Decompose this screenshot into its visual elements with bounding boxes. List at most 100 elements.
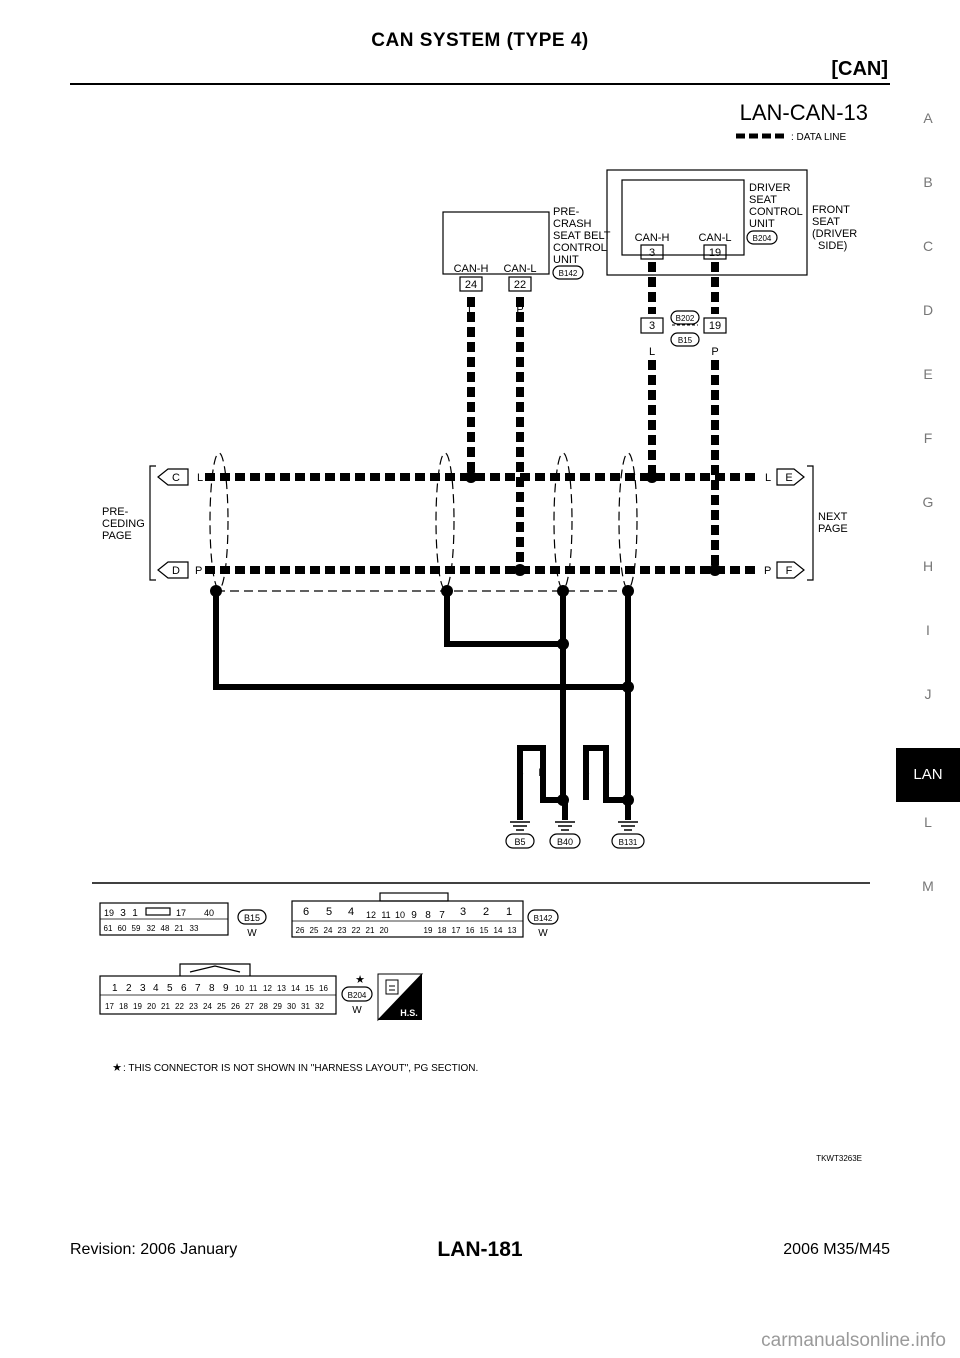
side-index-item[interactable]: A [923, 110, 933, 126]
b204-pin: 32 [315, 1002, 324, 1011]
b142-pin: 17 [452, 926, 461, 935]
b142-pin: 8 [425, 910, 431, 921]
b204-color: W [352, 1005, 362, 1016]
pre-crash-seat-belt-control-unit-box [442, 211, 550, 275]
b142-pin: 13 [508, 926, 517, 935]
ground-wire [583, 745, 628, 803]
b204-pin: 22 [175, 1002, 184, 1011]
ground-id-badge [611, 833, 645, 849]
wire-color-l: L [765, 472, 771, 484]
wire-color-b: B [602, 767, 609, 779]
b15-pin: 48 [161, 924, 170, 933]
link-arrow-c [157, 468, 189, 486]
side-index-item[interactable]: I [926, 622, 930, 638]
splice-dot [514, 564, 526, 576]
b142-pin: 16 [466, 926, 475, 935]
b15-color: W [247, 928, 257, 939]
side-index-item[interactable]: M [922, 878, 934, 894]
b142-pin: 11 [381, 910, 390, 920]
link-arrow-d [157, 561, 189, 579]
side-index: A B C D E F G H I J LAN L M [896, 108, 960, 940]
b204-pin: 12 [263, 984, 272, 993]
driver-canl-label: CAN-L [698, 232, 731, 244]
link-d-label: D [172, 565, 180, 577]
connector-id-badge [670, 310, 700, 325]
driver-pin-l-box [703, 244, 727, 260]
connector-face-b204 [99, 963, 337, 1015]
b142-connector-id: B142 [534, 914, 553, 923]
side-index-item[interactable]: J [924, 686, 932, 702]
precrash-canl-label: CAN-L [503, 263, 536, 275]
b142-pin: 20 [380, 926, 389, 935]
wire-color-l: L [649, 346, 655, 358]
b204-row1-pins-small: 10 11 12 13 14 15 16 [235, 984, 328, 993]
footer-revision: Revision: 2006 January [70, 1241, 238, 1258]
b15-pin: 59 [132, 924, 141, 933]
figure-code: TKWT3263E [816, 1154, 862, 1163]
b142-pin: 9 [411, 910, 417, 921]
b15-pin: 32 [147, 924, 156, 933]
header-rule [70, 83, 890, 85]
front-seat-label-3: (DRIVER [812, 228, 857, 240]
side-index-item[interactable]: L [924, 814, 932, 830]
b142-pin: 4 [348, 906, 354, 918]
b204-pin: 25 [217, 1002, 226, 1011]
harness-side-label: H.S. [400, 1008, 418, 1018]
b204-pin: 5 [167, 983, 173, 994]
precrash-unit-name-3: SEAT BELT [553, 230, 611, 242]
b15-pin: 40 [204, 908, 214, 918]
driver-pin-h: 3 [649, 247, 655, 259]
side-index-item[interactable]: E [923, 366, 933, 382]
side-index-item[interactable]: B [923, 174, 933, 190]
b204-pin: 11 [249, 984, 258, 993]
side-index-item[interactable]: D [922, 302, 934, 318]
side-index-item[interactable]: C [922, 238, 934, 254]
precrash-pin-h: 24 [465, 279, 477, 291]
ground-b40: B40 [557, 837, 573, 847]
connector-face-b142 [291, 892, 524, 938]
ground-wire [213, 591, 628, 690]
b142-pin: 21 [366, 926, 375, 935]
b204-pin: 7 [195, 983, 201, 994]
b204-pin: 20 [147, 1002, 156, 1011]
ground-symbol-icon [510, 821, 530, 831]
side-index-item[interactable]: H [922, 558, 934, 574]
connector-id-badge [527, 909, 559, 925]
side-index-item[interactable]: F [923, 430, 933, 446]
connector-id-badge [670, 332, 700, 347]
link-arrow-e [776, 468, 805, 486]
b204-pin: 14 [291, 984, 300, 993]
page-title: CAN SYSTEM (TYPE 4) [371, 30, 589, 51]
ground-b5: B5 [514, 837, 525, 847]
ground-id-badge [505, 833, 535, 849]
connector-id-badge [746, 230, 778, 245]
front-seat-outline [606, 169, 808, 276]
b204-pin: 16 [319, 984, 328, 993]
wire-color-b: B [538, 767, 545, 779]
twisted-pair-marker [209, 452, 229, 590]
b15-pin: 60 [118, 924, 127, 933]
b204-pin: 2 [126, 983, 132, 994]
wire-color-p: P [711, 346, 718, 358]
side-index-item[interactable]: G [922, 494, 934, 510]
b142-pin: 15 [480, 926, 489, 935]
b204-pin: 24 [203, 1002, 212, 1011]
wire-color-b: B [516, 767, 523, 779]
b204-pin: 29 [273, 1002, 282, 1011]
side-index-item-active[interactable]: LAN [896, 748, 960, 802]
precrash-pin-l-box [508, 276, 532, 292]
next-page-label-1: NEXT [818, 511, 848, 523]
section-tag: [CAN] [831, 58, 888, 80]
b142-pin: 1 [506, 906, 512, 918]
inline-connector-top-id: B202 [676, 314, 695, 323]
b15-connector-id: B15 [244, 913, 260, 923]
driver-unit-name-4: UNIT [749, 218, 775, 230]
b204-row2-pins: 17 18 19 20 21 22 23 24 25 26 27 28 29 3… [105, 1002, 324, 1011]
b142-pin: 3 [460, 906, 466, 918]
b204-pin: 31 [301, 1002, 310, 1011]
b142-pin: 7 [439, 910, 445, 921]
b15-pin: 19 [104, 908, 114, 918]
b142-pin: 26 [296, 926, 305, 935]
b204-pin: 26 [231, 1002, 240, 1011]
